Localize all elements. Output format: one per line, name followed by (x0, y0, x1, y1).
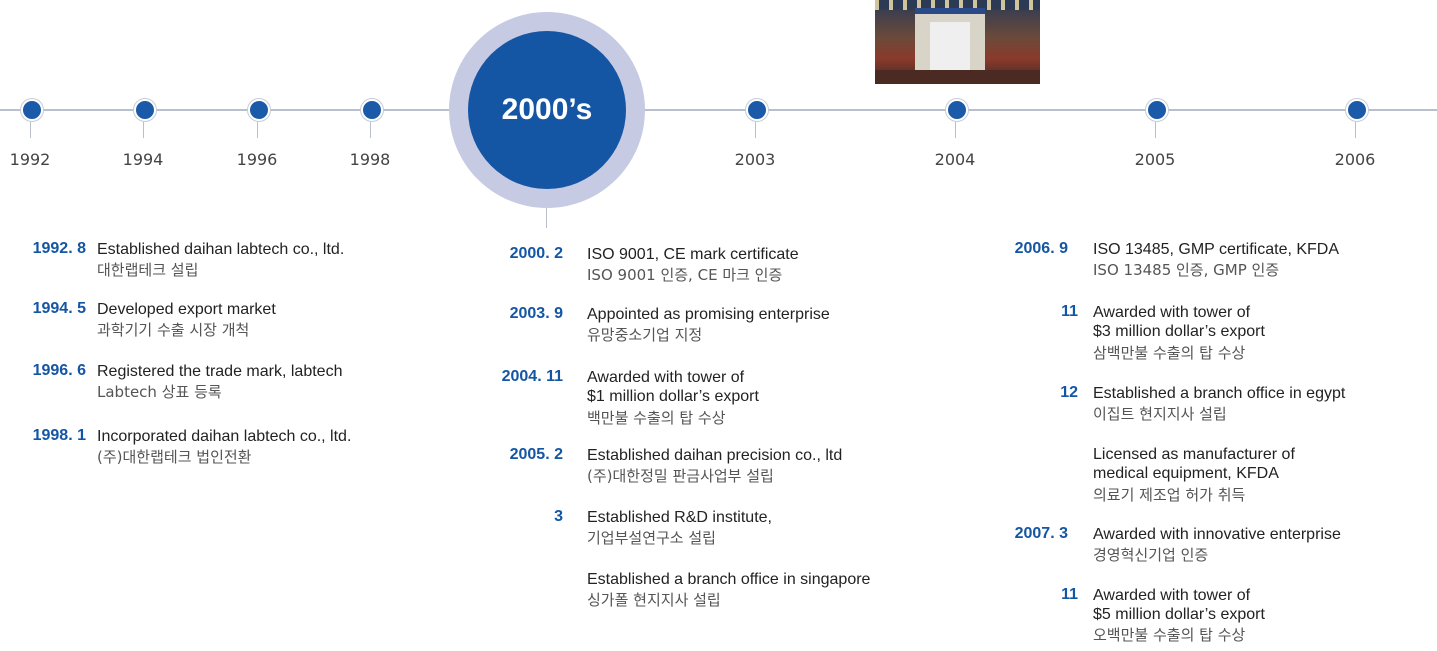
entry-text-en-line2: $5 million dollar’s export (1093, 606, 1265, 623)
timeline-tick (370, 122, 371, 138)
era-circle[interactable] (468, 31, 626, 189)
entry-text-ko: 이집트 현지지사 설립 (1093, 405, 1227, 423)
timeline-node-1996[interactable] (248, 99, 270, 121)
entry-text-ko: 삼백만불 수출의 탑 수상 (1093, 344, 1246, 362)
entry-date: 2003. 9 (509, 305, 563, 322)
timeline-tick (955, 122, 956, 138)
timeline-year: 1996 (236, 150, 278, 169)
entry-date: 2004. 11 (501, 368, 563, 385)
entry-text-ko: 백만불 수출의 탑 수상 (587, 409, 726, 427)
timeline-year: 2003 (734, 150, 776, 169)
entry-text-en: Appointed as promising enterprise (587, 306, 830, 323)
entry-date: 3 (554, 508, 563, 525)
exhibition-photo (875, 0, 1040, 84)
entry-text-ko: (주)대한랩테크 법인전환 (97, 448, 252, 466)
entry-text-ko: 과학기기 수출 시장 개척 (97, 321, 250, 339)
era-label: 2000’s (501, 93, 593, 126)
entry-text-en: Established a branch office in egypt (1093, 385, 1346, 402)
entry-text-en: Established daihan precision co., ltd (587, 447, 843, 464)
photo-booth-panel (930, 22, 970, 72)
timeline-tick (30, 122, 31, 138)
timeline-node-2004[interactable] (946, 99, 968, 121)
timeline-node-2003[interactable] (746, 99, 768, 121)
entry-text-en-line2: $1 million dollar’s export (587, 388, 759, 405)
entry-text-ko: 기업부설연구소 설립 (587, 529, 716, 547)
entry-date: 2006. 9 (1014, 240, 1068, 257)
timeline-node-1992[interactable] (21, 99, 43, 121)
entry-text-en: Awarded with innovative enterprise (1093, 526, 1341, 543)
entry-text-en: Established daihan labtech co., ltd. (97, 241, 345, 258)
entry-text-en: Established R&D institute, (587, 509, 772, 526)
timeline-tick (143, 122, 144, 138)
entry-date: 1994. 5 (32, 300, 86, 317)
entry-date: 2005. 2 (509, 446, 563, 463)
entry-date: 12 (1060, 384, 1078, 401)
photo-lights (875, 0, 1040, 10)
entry-text-en: Awarded with tower of (587, 369, 745, 386)
timeline-year: 2006 (1334, 150, 1376, 169)
entry-text-en-line2: medical equipment, KFDA (1093, 465, 1279, 482)
timeline-tick (1155, 122, 1156, 138)
timeline-year: 1992 (9, 150, 51, 169)
timeline-year: 1998 (349, 150, 391, 169)
entry-text-ko: (주)대한정밀 판금사업부 설립 (587, 467, 774, 485)
entry-text-ko: ISO 13485 인증, GMP 인증 (1093, 261, 1280, 279)
timeline-tick (257, 122, 258, 138)
entry-date: 11 (1061, 586, 1078, 603)
era-tick (546, 208, 547, 228)
entry-text-ko: 오백만불 수출의 탑 수상 (1093, 626, 1246, 644)
entry-date: 2000. 2 (509, 245, 563, 262)
entry-text-en: Developed export market (97, 301, 276, 318)
timeline-year: 2004 (934, 150, 976, 169)
entry-text-en: Awarded with tower of (1093, 587, 1251, 604)
timeline-line (0, 109, 1437, 111)
entry-text-en: Licensed as manufacturer of (1093, 446, 1295, 463)
entry-text-en-line2: $3 million dollar’s export (1093, 323, 1265, 340)
timeline-tick (1355, 122, 1356, 138)
timeline-node-2006[interactable] (1346, 99, 1368, 121)
entry-text-en: ISO 9001, CE mark certificate (587, 246, 799, 263)
entry-text-en: Incorporated daihan labtech co., ltd. (97, 428, 352, 445)
entry-text-ko: 싱가폴 현지지사 설립 (587, 591, 721, 609)
entry-text-en: ISO 13485, GMP certificate, KFDA (1093, 241, 1340, 258)
timeline-year: 2005 (1134, 150, 1176, 169)
entry-date: 1996. 6 (32, 362, 86, 379)
entry-date: 2007. 3 (1014, 525, 1068, 542)
timeline-node-1998[interactable] (361, 99, 383, 121)
entry-date: 1992. 8 (32, 240, 86, 257)
timeline-node-1994[interactable] (134, 99, 156, 121)
entry-text-ko: Labtech 상표 등록 (97, 383, 222, 401)
timeline-node-2005[interactable] (1146, 99, 1168, 121)
entry-text-ko: 유망중소기업 지정 (587, 326, 703, 344)
entry-text-ko: 의료기 제조업 허가 취득 (1093, 486, 1246, 504)
entry-text-en: Established a branch office in singapore (587, 571, 871, 588)
entry-text-en: Awarded with tower of (1093, 304, 1251, 321)
photo-floor (875, 70, 1040, 84)
entry-text-ko: ISO 9001 인증, CE 마크 인증 (587, 266, 783, 284)
entry-date: 1998. 1 (32, 427, 86, 444)
timeline-tick (755, 122, 756, 138)
timeline-year: 1994 (122, 150, 164, 169)
entry-text-en: Registered the trade mark, labtech (97, 363, 343, 380)
entry-text-ko: 대한랩테크 설립 (97, 261, 199, 279)
entry-text-ko: 경영혁신기업 인증 (1093, 546, 1209, 564)
entry-date: 11 (1061, 303, 1078, 320)
